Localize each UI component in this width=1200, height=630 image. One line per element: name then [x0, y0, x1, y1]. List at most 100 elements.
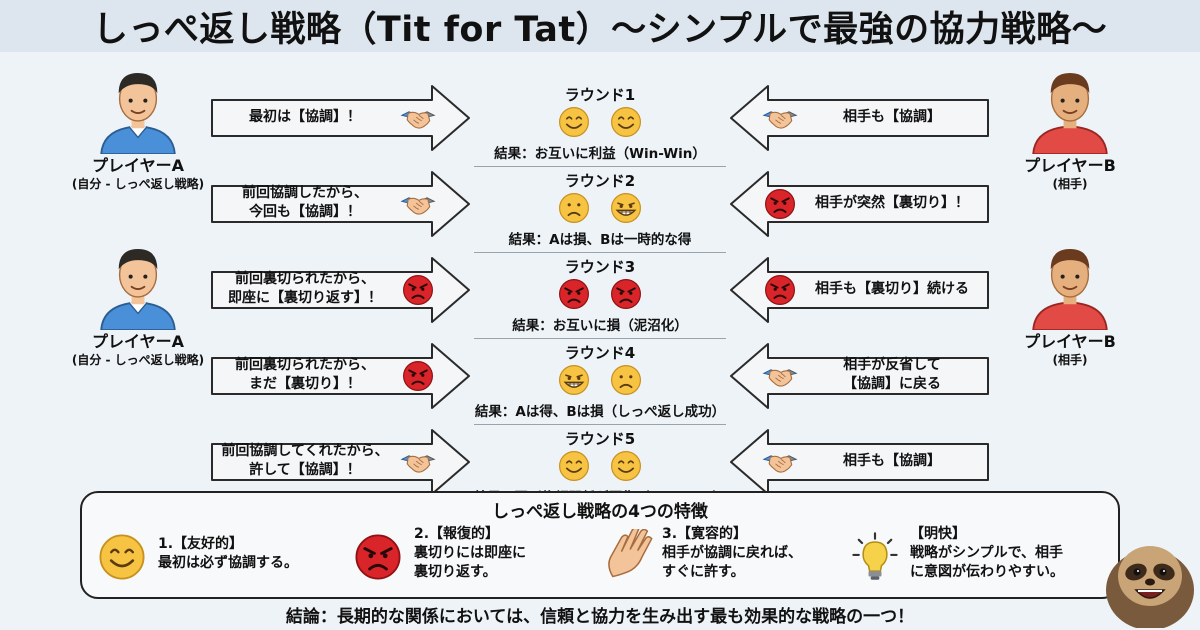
features-box: しっぺ返し戦略の4つの特徴 1.【友好的】 最初は必ず協調する。 2.【報復的】…: [80, 491, 1120, 599]
round-2-b-arrow: [730, 171, 989, 237]
round-4-a-arrow: [211, 343, 470, 409]
player-b-sub: (相手): [1052, 353, 1088, 367]
round-4-b-action: 相手が反省して【協調】に戻る: [798, 356, 986, 394]
round-4-b-handshake-icon: [762, 360, 798, 392]
round-divider: [474, 252, 726, 253]
round-3-a-angry-face-icon: [400, 274, 436, 306]
round-1-face-b-smile-face-icon: [610, 106, 642, 138]
round-2-a-action-line2: 今回も【協調】！: [249, 204, 361, 220]
round-1-b-arrow: [730, 85, 989, 151]
round-2-b-action: 相手が突然【裏切り】！: [798, 194, 986, 213]
round-5-a-arrow: [211, 429, 470, 495]
player-b-avatar: [1024, 62, 1116, 154]
round-4-b-action-line1: 相手が反省して: [843, 357, 941, 373]
round-5-title: ラウンド5: [564, 430, 636, 448]
round-2-face-b-grin-face-icon: [610, 192, 642, 224]
round-divider: [474, 338, 726, 339]
player-a-label: プレイヤーA (自分 - しっぺ返し戦略): [38, 156, 238, 192]
round-1-a-action: 最初は【協調】！: [212, 108, 398, 127]
round-3-result: 結果：お互いに損（泥沼化）: [512, 318, 688, 334]
round-2-a-action-line1: 前回協調したから、: [242, 185, 368, 201]
round-4-result: 結果：Aは得、Bは損（しっぺ返し成功）: [474, 404, 726, 420]
feature-2-line1: 裏切りには即座に: [414, 545, 526, 561]
player-b-label: プレイヤーB (相手): [970, 156, 1170, 192]
sloth-mascot-icon: [1106, 546, 1194, 628]
round-3-b-arrow: [730, 257, 989, 323]
round-5-b-arrow: [730, 429, 989, 495]
round-3-a-arrow: [211, 257, 470, 323]
round-4-a-angry-face-icon: [400, 360, 436, 392]
feature-2-title: 2.【報復的】: [414, 526, 500, 542]
round-1-a-action-line1: 最初は【協調】！: [249, 109, 361, 125]
conclusion-text: 結論：長期的な関係においては、信頼と協力を生み出す最も効果的な戦略の一つ！: [285, 607, 915, 627]
round-2-b-action-line1: 相手が突然【裏切り】！: [815, 195, 969, 211]
round-5-b-action-line1: 相手も【協調】: [843, 453, 941, 469]
player-b-avatar-2: [1024, 238, 1116, 330]
round-1-b-action: 相手も【協調】: [798, 108, 986, 127]
round-divider: [474, 166, 726, 167]
feature-2-line2: 裏切り返す。: [414, 564, 497, 580]
player-a-name: プレイヤーA: [92, 156, 184, 175]
round-4-b-action-line2: 【協調】に戻る: [843, 376, 941, 392]
player-a-label-2: プレイヤーA (自分 - しっぺ返し戦略): [38, 332, 238, 368]
feature-4-line1: 戦略がシンプルで、相手: [910, 545, 1064, 561]
round-3-a-action: 前回裏切られたから、即座に【裏切り返す】！: [212, 270, 398, 308]
round-2-title: ラウンド2: [564, 172, 636, 190]
round-3-a-action-line2: 即座に【裏切り返す】！: [228, 290, 382, 306]
round-1-a-handshake-icon: [400, 102, 436, 134]
round-3-title: ラウンド3: [564, 258, 636, 276]
page-title: しっぺ返し戦略（Tit for Tat）〜シンプルで最強の協力戦略〜: [92, 9, 1108, 50]
open-hand-icon: [602, 529, 656, 583]
round-1-face-a-smile-face-icon: [558, 106, 590, 138]
round-3-b-angry-face-icon: [762, 274, 798, 306]
lightbulb-icon: [848, 529, 902, 583]
round-3-b-action-line1: 相手も【裏切り】続ける: [815, 281, 969, 297]
round-1-b-action-line1: 相手も【協調】: [843, 109, 941, 125]
player-a-sub: (自分 - しっぺ返し戦略): [71, 353, 205, 367]
round-3-b-action: 相手も【裏切り】続ける: [798, 280, 986, 299]
round-5-a-action: 前回協調してくれたから、許して【協調】！: [212, 442, 398, 480]
round-4-a-action: 前回裏切られたから、まだ【裏切り】！: [212, 356, 398, 394]
feature-2-text: 2.【報復的】 裏切りには即座に 裏切り返す。: [414, 525, 526, 582]
feature-1-line1: 最初は必ず協調する。: [158, 555, 298, 571]
player-a-sub: (自分 - しっぺ返し戦略): [71, 177, 205, 191]
round-1-result: 結果：お互いに利益（Win-Win）: [494, 146, 706, 162]
round-5-a-action-line2: 許して【協調】！: [249, 462, 361, 478]
feature-1-title: 1.【友好的】: [158, 536, 244, 552]
round-5-b-action: 相手も【協調】: [798, 452, 986, 471]
round-2-a-action: 前回協調したから、今回も【協調】！: [212, 184, 398, 222]
feature-4-text: 【明快】 戦略がシンプルで、相手 に意図が伝わりやすい。: [910, 525, 1064, 582]
round-5-a-handshake-icon: [400, 446, 436, 478]
feature-3-title: 3.【寛容的】: [662, 526, 748, 542]
features-heading: しっぺ返し戦略の4つの特徴: [492, 502, 708, 522]
player-a-name: プレイヤーA: [92, 332, 184, 351]
round-1-b-handshake-icon: [762, 102, 798, 134]
round-5-face-b-smile-face-icon: [610, 450, 642, 482]
angry-face-icon: [354, 533, 402, 581]
round-4-a-action-line2: まだ【裏切り】！: [249, 376, 361, 392]
feature-3-text: 3.【寛容的】 相手が協調に戻れば、 すぐに許す。: [662, 525, 802, 582]
round-4-face-a-grin-face-icon: [558, 364, 590, 396]
round-3-face-a-angry-face-icon: [558, 278, 590, 310]
round-1-a-arrow: [211, 85, 470, 151]
round-2-a-handshake-icon: [400, 188, 436, 220]
feature-4-line2: に意図が伝わりやすい。: [910, 564, 1064, 580]
round-2-result: 結果：Aは損、Bは一時的な得: [508, 232, 692, 248]
round-2-face-a-sad-face-icon: [558, 192, 590, 224]
title-band: しっぺ返し戦略（Tit for Tat）〜シンプルで最強の協力戦略〜: [0, 0, 1200, 52]
player-a-avatar-2: [92, 238, 184, 330]
round-4-title: ラウンド4: [564, 344, 636, 362]
round-4-b-arrow: [730, 343, 989, 409]
player-b-name: プレイヤーB: [1024, 332, 1116, 351]
round-5-b-handshake-icon: [762, 446, 798, 478]
round-divider: [474, 424, 726, 425]
feature-1-text: 1.【友好的】 最初は必ず協調する。: [158, 535, 298, 573]
player-b-label-2: プレイヤーB (相手): [970, 332, 1170, 368]
round-1-title: ラウンド1: [564, 86, 636, 104]
feature-4-title: 【明快】: [910, 526, 966, 542]
player-a-avatar: [92, 62, 184, 154]
feature-3-line1: 相手が協調に戻れば、: [662, 545, 802, 561]
round-4-face-b-sad-face-icon: [610, 364, 642, 396]
feature-3-line2: すぐに許す。: [662, 564, 745, 580]
round-5-a-action-line1: 前回協調してくれたから、: [221, 443, 389, 459]
